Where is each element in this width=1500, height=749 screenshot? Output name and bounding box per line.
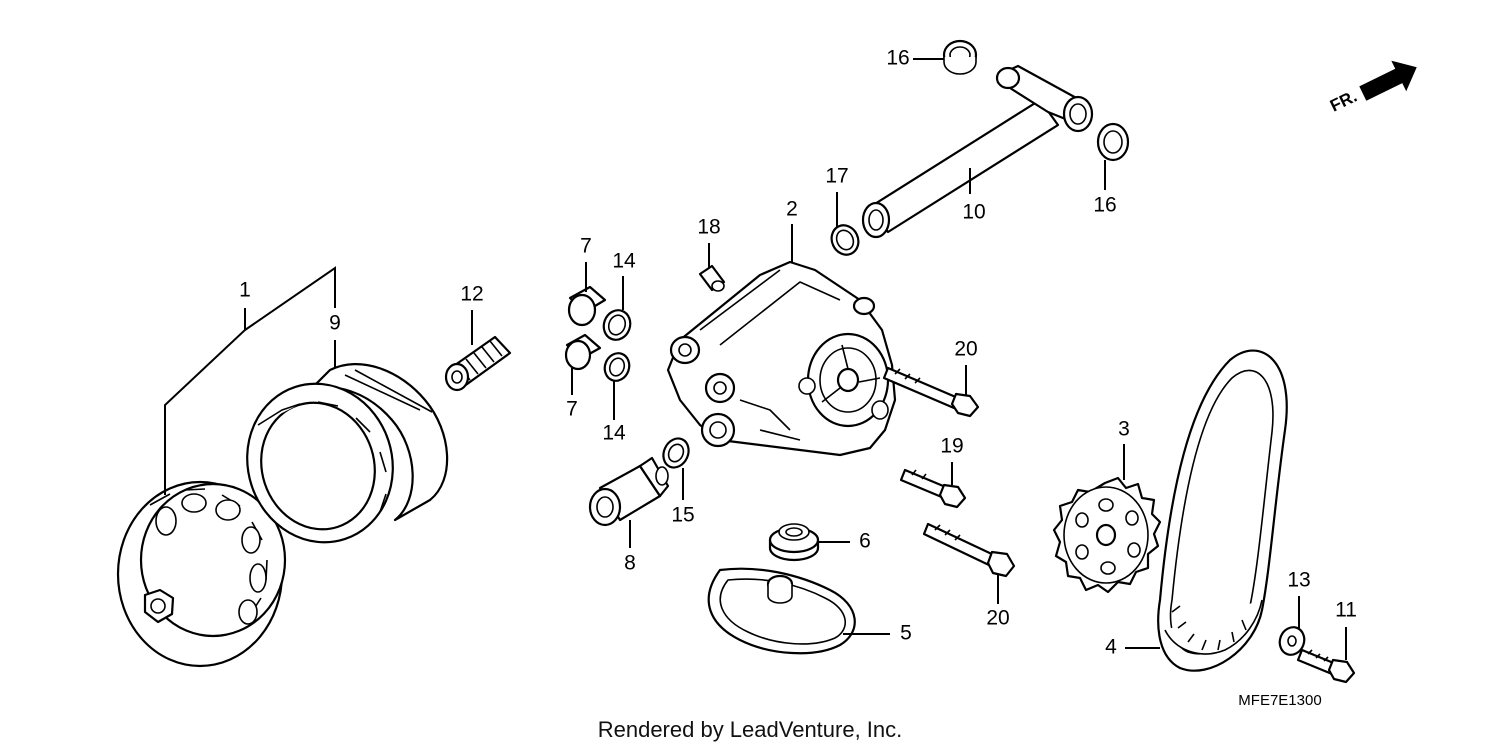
callout-3: 3 (1118, 418, 1130, 441)
part-5-oil-strainer[interactable] (707, 567, 856, 655)
callout-8: 8 (624, 552, 636, 575)
footer-credit: Rendered by LeadVenture, Inc. (598, 717, 903, 742)
callout-6: 6 (859, 530, 871, 553)
part-1-oil-filter-cover[interactable] (116, 480, 287, 668)
callout-labels: 1 2 3 4 5 6 7 7 8 9 10 11 12 13 14 14 15… (239, 47, 1357, 659)
front-direction-indicator: FR. (1327, 60, 1417, 116)
part-20-bolt-upper[interactable] (882, 366, 980, 418)
callout-10: 10 (962, 201, 985, 224)
part-19-bolt[interactable] (899, 468, 967, 509)
callout-7-upper: 7 (580, 235, 592, 258)
leader-lines (164, 58, 1347, 660)
callout-14-lower: 14 (602, 422, 626, 445)
part-17-o-ring[interactable] (827, 221, 863, 259)
callout-5: 5 (900, 622, 912, 645)
part-4-drive-chain[interactable] (1157, 349, 1288, 672)
part-16-seal-right[interactable] (1096, 122, 1130, 162)
part-2-oil-pump[interactable] (666, 260, 897, 457)
callout-12: 12 (460, 283, 483, 306)
callout-7-lower: 7 (566, 398, 578, 421)
callout-13: 13 (1287, 569, 1310, 592)
callout-20-upper: 20 (954, 338, 977, 361)
callout-15: 15 (671, 504, 694, 527)
diagram-code: MFE7E1300 (1238, 692, 1321, 709)
part-9-oil-filter[interactable] (227, 363, 449, 561)
callout-14-upper: 14 (612, 250, 636, 273)
part-14-o-ring-upper[interactable] (600, 306, 635, 343)
part-6-grommet[interactable] (768, 523, 820, 562)
callout-9: 9 (329, 312, 341, 335)
part-11-bolt[interactable] (1296, 648, 1356, 684)
callout-16-upper: 16 (886, 47, 909, 70)
part-3-sprocket[interactable] (1052, 476, 1162, 594)
part-14-o-ring-lower[interactable] (601, 350, 633, 385)
direction-label: FR. (1327, 87, 1360, 116)
direction-arrow-icon (1359, 60, 1417, 101)
part-15-o-ring[interactable] (659, 434, 693, 471)
callout-18: 18 (697, 216, 720, 239)
callout-20-lower: 20 (986, 607, 1009, 630)
part-7-bushing-upper[interactable] (567, 285, 607, 327)
part-20-bolt-lower[interactable] (922, 522, 1016, 578)
callout-4: 4 (1105, 636, 1117, 659)
part-18-dowel-pin[interactable] (698, 264, 726, 292)
callout-2: 2 (786, 198, 798, 221)
part-12-threaded-bolt[interactable] (444, 335, 512, 392)
callout-16-right: 16 (1093, 194, 1116, 217)
part-7-bushing-lower[interactable] (564, 333, 602, 371)
part-8-relief-valve[interactable] (588, 456, 670, 527)
callout-1: 1 (239, 279, 251, 302)
callout-19: 19 (940, 435, 963, 458)
callout-17: 17 (825, 165, 848, 188)
part-10-oil-pipe[interactable] (861, 64, 1094, 239)
callout-11: 11 (1335, 599, 1357, 622)
part-16-seal-upper[interactable] (942, 39, 978, 75)
part-13-washer[interactable] (1276, 624, 1308, 659)
